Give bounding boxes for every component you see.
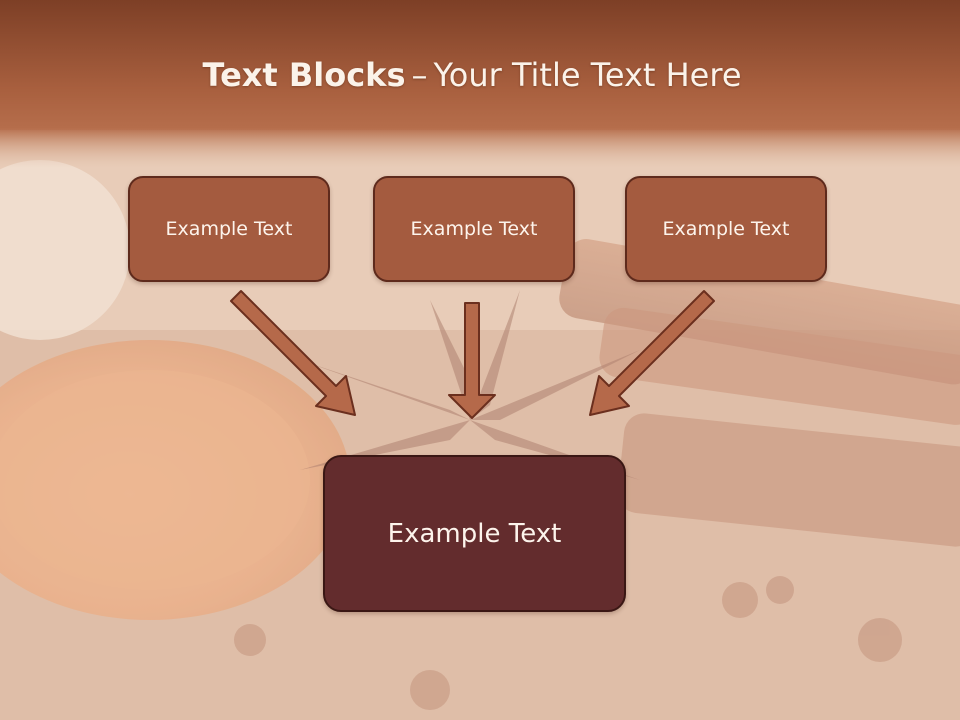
main-text-block-label: Example Text [387, 518, 562, 549]
text-block-center[interactable]: Example Text [373, 176, 575, 282]
title-bold-part: Text Blocks [202, 56, 406, 94]
text-block-center-label: Example Text [410, 218, 538, 240]
title-dash: – [411, 56, 428, 94]
main-text-block[interactable]: Example Text [323, 455, 626, 612]
text-block-left[interactable]: Example Text [128, 176, 330, 282]
slide-title: Text Blocks–Your Title Text Here [0, 55, 944, 95]
text-block-right[interactable]: Example Text [625, 176, 827, 282]
text-block-left-label: Example Text [165, 218, 293, 240]
text-block-right-label: Example Text [662, 218, 790, 240]
title-rest-part: Your Title Text Here [433, 56, 742, 94]
